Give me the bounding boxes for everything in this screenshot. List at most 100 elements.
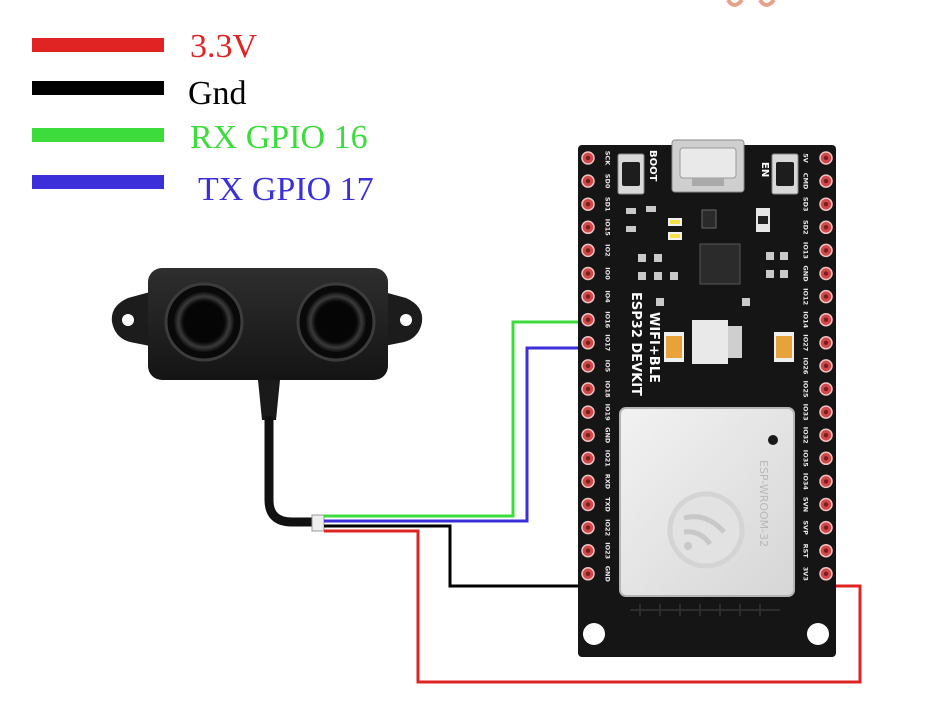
right-pin-label: IO26	[802, 357, 810, 374]
right-pin-label: SD3	[802, 197, 810, 212]
left-pin-hole	[585, 456, 591, 461]
right-pin-label: SD2	[802, 220, 810, 235]
left-pin-label: IO19	[604, 404, 612, 421]
left-pin-label: RXD	[604, 474, 612, 490]
left-pin-label: SCK	[604, 151, 612, 166]
left-pin-hole	[585, 363, 591, 369]
right-pin-label: GND	[802, 265, 810, 282]
left-pin-label: SD0	[604, 174, 612, 189]
right-pin-label: CMD	[802, 173, 810, 190]
legend-swatch-tx	[32, 175, 164, 189]
left-pin-label: IO21	[604, 450, 612, 467]
left-pin-hole	[585, 548, 591, 553]
legend: 3.3V Gnd RX GPIO 16 TX GPIO 17	[32, 28, 374, 208]
antenna-trace	[630, 604, 780, 616]
right-pin-label: SVP	[802, 520, 810, 535]
right-pin-hole	[823, 317, 829, 322]
right-pin-hole	[823, 409, 829, 415]
left-pin-label: IO4	[604, 290, 612, 303]
right-pin-hole	[823, 248, 829, 253]
right-pin-hole	[823, 225, 829, 230]
boot-label: BOOT	[647, 150, 658, 182]
sensor-cable	[264, 415, 319, 527]
left-pin-hole	[585, 178, 591, 184]
sensor-cable-boot	[258, 380, 280, 420]
left-pin-hole	[585, 479, 591, 484]
wroom-module-label: ESP-WROOM-32	[757, 460, 770, 547]
legend-swatch-gnd	[32, 81, 164, 95]
left-pin-label: IO2	[604, 244, 612, 256]
left-pin-label: GND	[604, 427, 612, 444]
en-label: EN	[759, 162, 770, 177]
right-pin-label: IO12	[802, 288, 810, 305]
right-pin-hole	[823, 502, 829, 507]
board-subtitle: WIFI+BLE	[646, 312, 661, 383]
ultrasonic-sensor	[111, 268, 423, 532]
left-pin-label: IO0	[604, 267, 612, 280]
right-pin-hole	[823, 271, 829, 276]
legend-label-gnd: Gnd	[188, 75, 247, 112]
left-pin-label: IO23	[604, 542, 612, 559]
right-pin-header: 5VCMDSD3SD2IO13GNDIO12IO14IO27IO26IO25IO…	[802, 151, 833, 581]
wire-vcc	[324, 529, 862, 684]
legend-swatch-vcc	[32, 38, 164, 52]
sensor-connector	[311, 514, 325, 532]
right-pin-hole	[823, 340, 829, 345]
left-pin-hole	[585, 409, 591, 415]
left-pin-hole	[585, 433, 591, 438]
right-pin-label: IO34	[802, 473, 810, 490]
left-pin-hole	[585, 502, 591, 507]
left-pin-hole	[585, 317, 591, 322]
left-pin-hole	[585, 571, 591, 576]
left-pin-hole	[585, 386, 591, 392]
left-pin-label: IO22	[604, 519, 612, 536]
right-pin-label: RST	[802, 544, 810, 559]
right-pin-hole	[823, 155, 829, 161]
left-pin-hole	[585, 340, 591, 345]
left-pin-hole	[585, 202, 591, 207]
right-pin-hole	[823, 294, 829, 299]
board-title: ESP32 DEVKIT	[628, 292, 643, 396]
right-pin-label: 3V3	[802, 567, 810, 581]
legend-swatch-rx	[32, 128, 164, 142]
legend-label-tx: TX GPIO 17	[198, 171, 374, 208]
right-pin-label: IO32	[802, 427, 810, 444]
left-pin-hole	[585, 271, 591, 276]
left-pin-label: IO5	[604, 360, 612, 373]
right-pin-label: 5V	[802, 153, 810, 163]
left-pin-label: TXD	[604, 497, 612, 512]
legend-label-rx: RX GPIO 16	[190, 119, 368, 156]
wire-rx	[324, 320, 588, 518]
right-pin-hole	[823, 525, 829, 530]
left-pin-hole	[585, 225, 591, 230]
espressif-logo-icon	[667, 491, 745, 569]
legend-label-vcc: 3.3V	[190, 28, 258, 65]
right-pin-hole	[823, 571, 829, 576]
right-pin-hole	[823, 548, 829, 553]
right-pin-label: IO14	[802, 311, 810, 328]
right-pin-label: IO35	[802, 450, 810, 467]
left-pin-label: IO17	[604, 334, 612, 351]
left-pin-hole	[585, 525, 591, 530]
left-pin-header: SCK SD0SD1IO15IO2IO0IO4IO16IO17IO5IO18IO1…	[581, 151, 612, 583]
smd-components	[626, 206, 794, 364]
right-pin-label: IO25	[802, 381, 810, 398]
left-pin-label: IO16	[604, 311, 612, 328]
left-pin-label: IO15	[604, 219, 612, 236]
right-pin-hole	[823, 202, 829, 207]
right-pin-hole	[823, 178, 829, 184]
right-pin-label: IO13	[802, 242, 810, 259]
wires	[324, 320, 862, 684]
left-pin-hole	[585, 248, 591, 253]
left-pin-label: GND	[604, 566, 612, 583]
left-pin-label: IO18	[604, 381, 612, 398]
right-pin-label: SVN	[802, 497, 810, 512]
right-pin-hole	[823, 433, 829, 438]
right-pin-hole	[823, 363, 829, 369]
top-right-fragment	[726, 0, 776, 7]
right-pin-label: IO33	[802, 404, 810, 421]
wire-tx	[324, 346, 588, 523]
left-pin-hole	[585, 155, 591, 161]
left-pin-label: SD1	[604, 197, 612, 212]
